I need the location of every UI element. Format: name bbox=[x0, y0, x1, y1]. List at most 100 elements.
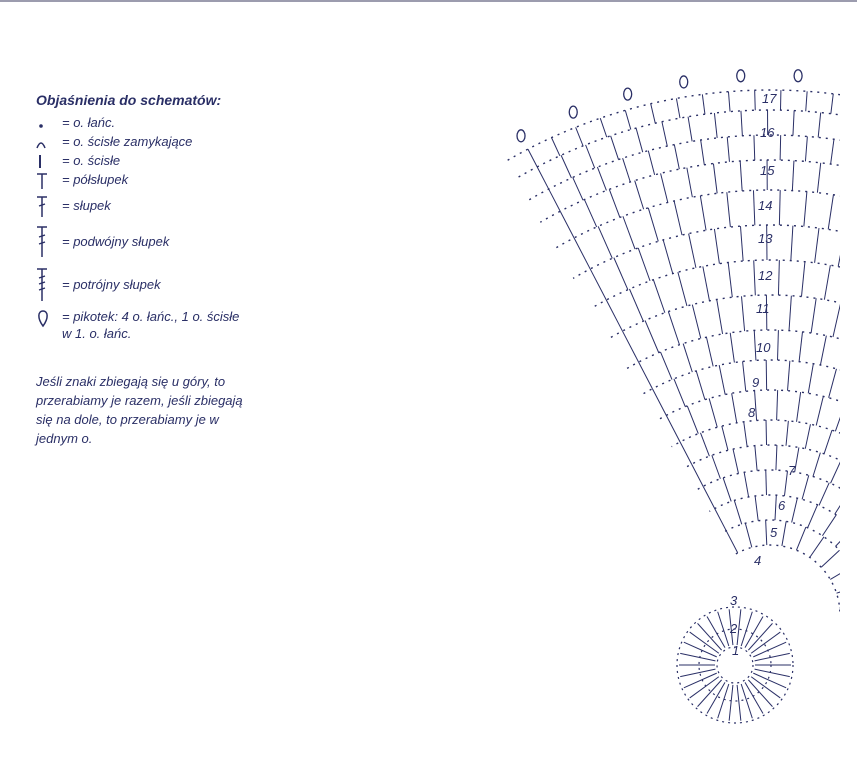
stitch-stroke bbox=[732, 448, 739, 474]
motif-stitch bbox=[753, 672, 787, 689]
row-number-label: 9 bbox=[752, 375, 759, 390]
stitch-stroke bbox=[753, 260, 756, 296]
chain-dot-icon bbox=[36, 114, 62, 131]
stitch-stroke bbox=[792, 110, 795, 136]
stitch-stroke bbox=[637, 247, 651, 282]
stitch-stroke bbox=[754, 445, 758, 471]
legend-item-chain: = o. łańc. bbox=[36, 114, 266, 131]
stitch-stroke bbox=[596, 166, 607, 191]
treble-crochet-icon bbox=[36, 224, 62, 258]
stitch-stroke bbox=[713, 228, 720, 264]
stitch-stroke bbox=[795, 526, 807, 551]
motif-ring bbox=[716, 646, 754, 684]
row-arc bbox=[671, 419, 840, 448]
motif-stitch bbox=[740, 683, 753, 719]
stitch-stroke bbox=[837, 254, 840, 267]
stitch-stroke bbox=[754, 90, 756, 111]
row-number-label: 16 bbox=[760, 125, 775, 140]
stitch-stroke bbox=[828, 368, 837, 398]
stitch-stroke bbox=[834, 505, 840, 515]
stitch-stroke bbox=[700, 432, 710, 457]
stitch-stroke bbox=[834, 416, 840, 432]
motif-stitch bbox=[748, 679, 773, 707]
stitch-stroke bbox=[527, 148, 538, 168]
stitch-stroke bbox=[686, 405, 699, 434]
stitch-stroke bbox=[583, 199, 598, 228]
stitch-stroke bbox=[622, 158, 631, 183]
stitch-stroke bbox=[711, 455, 721, 479]
motif-stitch bbox=[748, 623, 773, 651]
stitch-stroke bbox=[816, 162, 822, 193]
row-arc bbox=[555, 189, 840, 249]
stitch-stroke bbox=[818, 482, 830, 506]
stitch-stroke bbox=[820, 549, 840, 568]
row-number-label: 4 bbox=[754, 553, 761, 568]
instruction-note: Jeśli znaki zbiegają się u góry, to prze… bbox=[36, 374, 243, 446]
stitch-stroke bbox=[652, 279, 666, 313]
stitch-stroke bbox=[836, 591, 840, 594]
row-arc bbox=[572, 224, 840, 279]
stitch-stroke bbox=[810, 298, 817, 334]
legend-text-half-double: = półsłupek bbox=[62, 172, 129, 187]
stitch-stroke bbox=[798, 331, 803, 362]
stitch-stroke bbox=[827, 194, 834, 230]
stitch-stroke bbox=[702, 486, 716, 509]
stitch-stroke bbox=[624, 110, 632, 130]
legend-item-triple-treble: = potrójny słupek bbox=[36, 266, 266, 302]
stitch-stroke bbox=[677, 272, 688, 307]
double-crochet-icon bbox=[36, 194, 62, 218]
stitch-stroke bbox=[804, 424, 811, 449]
legend-item-picot: = pikotek: 4 o. łańc., 1 o. ścisłe w 1. … bbox=[36, 308, 266, 342]
stitch-stroke bbox=[817, 112, 822, 138]
legend-text-chain: = o. łańc. bbox=[62, 115, 116, 130]
stitch-stroke bbox=[814, 228, 820, 263]
motif-stitch bbox=[728, 609, 734, 646]
row-number-label: 14 bbox=[758, 198, 772, 213]
stitch-stroke bbox=[667, 311, 680, 345]
row-arc bbox=[640, 359, 840, 396]
stitch-stroke bbox=[794, 447, 800, 473]
motif-stitch bbox=[680, 652, 716, 662]
stitch-stroke bbox=[743, 421, 748, 447]
stitch-stroke bbox=[821, 514, 837, 537]
stitch-stroke bbox=[796, 392, 802, 422]
stitch-stroke bbox=[740, 110, 743, 136]
stitch-stroke bbox=[673, 200, 683, 236]
motif-stitch bbox=[689, 631, 720, 654]
stitch-stroke bbox=[727, 91, 731, 112]
stitch-stroke bbox=[700, 139, 705, 165]
picot-mark bbox=[736, 69, 746, 83]
row-arc bbox=[709, 494, 840, 519]
row-number-label: 11 bbox=[756, 301, 770, 316]
stitch-stroke bbox=[536, 166, 550, 190]
legend-text-treble: = podwójny słupek bbox=[62, 234, 170, 249]
triple-treble-icon bbox=[36, 266, 62, 302]
stitch-stroke bbox=[650, 103, 656, 124]
stitch-stroke bbox=[778, 190, 781, 226]
stitch-stroke bbox=[691, 463, 704, 487]
legend-text-single-crochet: = o. ścisłe bbox=[62, 153, 121, 168]
stitch-stroke bbox=[721, 425, 729, 451]
motif-stitch bbox=[697, 679, 722, 707]
stitch-stroke bbox=[548, 188, 561, 212]
motif-stitch bbox=[754, 668, 790, 678]
slip-arc-icon bbox=[36, 133, 62, 150]
picot-mark bbox=[623, 87, 633, 101]
stitch-stroke bbox=[597, 226, 613, 259]
stitch-stroke bbox=[635, 127, 644, 153]
row-arc bbox=[683, 444, 840, 469]
stitch-stroke bbox=[765, 520, 768, 546]
stitch-stroke bbox=[675, 98, 681, 119]
stitch-stroke bbox=[830, 93, 834, 114]
stitch-stroke bbox=[729, 332, 735, 363]
row-arc bbox=[696, 469, 840, 491]
stitch-stroke bbox=[691, 304, 702, 339]
stitch-stroke bbox=[608, 189, 621, 218]
stitch-stroke bbox=[718, 365, 726, 395]
stitch-stroke bbox=[830, 573, 840, 580]
row-arc bbox=[625, 329, 840, 370]
stitch-stroke bbox=[830, 139, 835, 165]
row-arc bbox=[721, 519, 840, 552]
